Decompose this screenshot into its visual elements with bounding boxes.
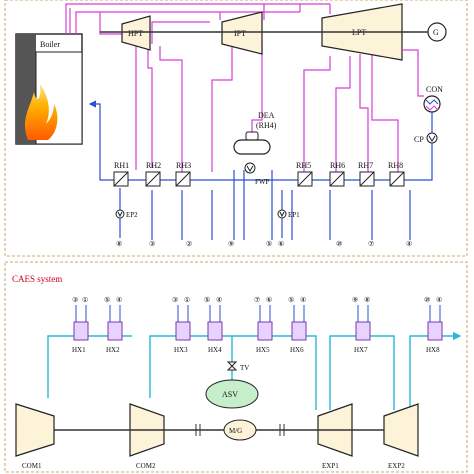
svg-text:⑥: ⑥: [266, 296, 272, 304]
svg-text:④: ④: [116, 296, 122, 304]
hx8: HX8 ⑩ ④: [424, 296, 443, 354]
svg-text:RH6: RH6: [330, 161, 345, 170]
svg-text:⑤: ⑤: [204, 296, 210, 304]
compressor-com1: COM1: [15, 403, 55, 470]
svg-text:⑧: ⑧: [116, 240, 122, 248]
svg-text:HX2: HX2: [106, 346, 120, 354]
deaerator-sub-label: (RH4): [256, 121, 277, 130]
thermal-plant-frame: [4, 0, 468, 257]
hx7: HX7 ⑨ ⑧: [352, 296, 371, 354]
svg-text:⑨: ⑨: [352, 296, 358, 304]
svg-text:④: ④: [216, 296, 222, 304]
expander-exp1: EXP1: [317, 403, 353, 470]
svg-text:M/G: M/G: [229, 427, 242, 435]
caes-title: CAES system: [12, 274, 62, 284]
svg-text:HX1: HX1: [72, 346, 86, 354]
fwp-label: FWP: [255, 178, 270, 186]
hx1: HX1 ③ ①: [72, 296, 89, 354]
condenser: CON: [423, 85, 443, 113]
svg-text:RH1: RH1: [114, 161, 129, 170]
hx6: HX6 ⑤ ④: [288, 296, 307, 354]
caes-system-frame: [4, 261, 468, 473]
svg-text:⑥: ⑥: [278, 240, 284, 248]
cp-pump: CP: [414, 132, 438, 144]
deaerator-label: DEA: [258, 111, 275, 120]
boiler-label: Boiler: [40, 40, 60, 49]
hx2: HX2 ⑤ ④: [104, 296, 123, 354]
svg-text:⑦: ⑦: [254, 296, 260, 304]
heater-rh6: RH6: [329, 161, 345, 187]
heater-rh7: RH7: [358, 161, 375, 187]
generator-label: G: [433, 28, 439, 37]
svg-text:④: ④: [436, 296, 442, 304]
svg-text:③: ③: [172, 296, 178, 304]
compressor-com2: COM2: [129, 403, 165, 470]
svg-text:⑨: ⑨: [228, 240, 234, 248]
hx3: HX3 ③ ①: [172, 296, 191, 354]
svg-text:⑤: ⑤: [104, 296, 110, 304]
svg-text:⑦: ⑦: [368, 240, 374, 248]
svg-text:⑤: ⑤: [288, 296, 294, 304]
svg-text:ASV: ASV: [222, 390, 238, 399]
svg-text:③: ③: [72, 296, 78, 304]
svg-text:HX6: HX6: [290, 346, 304, 354]
top-port-numbers: ⑧ ③ ② ⑨ ⑤ ⑥ ⑩ ⑦ ④: [116, 240, 412, 248]
condenser-label: CON: [426, 85, 443, 94]
air-storage-vessel: ASV: [205, 379, 259, 409]
svg-text:EP2: EP2: [126, 211, 138, 219]
throttle-valve: TV: [226, 361, 249, 372]
svg-text:⑧: ⑧: [364, 296, 370, 304]
svg-text:HX7: HX7: [354, 346, 368, 354]
svg-text:EP1: EP1: [288, 211, 300, 219]
svg-text:⑩: ⑩: [336, 240, 342, 248]
svg-text:HX5: HX5: [256, 346, 270, 354]
water-lines: [88, 100, 433, 240]
svg-text:COM2: COM2: [136, 462, 156, 470]
hx5: HX5 ⑦ ⑥: [254, 296, 273, 354]
boiler: Boiler: [15, 33, 83, 145]
flame-icon: [24, 84, 58, 140]
svg-text:RH8: RH8: [388, 161, 403, 170]
svg-text:EXP1: EXP1: [322, 462, 339, 470]
heat-exchangers: HX1 ③ ① HX2 ⑤ ④ HX3 ③ ① HX4 ⑤ ④ HX5 ⑦ ⑥: [72, 296, 443, 354]
expander-exp2: EXP2: [383, 403, 419, 470]
heater-rh5: RH5: [296, 161, 313, 187]
hpt-label: HPT: [128, 29, 143, 38]
svg-text:HX3: HX3: [174, 346, 188, 354]
motor-generator: M/G: [223, 419, 257, 441]
svg-text:COM1: COM1: [22, 462, 42, 470]
heater-rh8: RH8: [388, 161, 405, 187]
svg-text:HX8: HX8: [426, 346, 440, 354]
svg-text:⑤: ⑤: [266, 240, 272, 248]
svg-text:RH5: RH5: [296, 161, 311, 170]
svg-text:⑩: ⑩: [424, 296, 430, 304]
svg-text:RH7: RH7: [358, 161, 373, 170]
svg-text:①: ①: [184, 296, 190, 304]
svg-text:RH3: RH3: [176, 161, 191, 170]
steam-lines: [65, 3, 399, 172]
ep1-pump: EP1: [277, 209, 300, 219]
heater-rh1: RH1: [113, 161, 129, 187]
svg-text:RH2: RH2: [146, 161, 161, 170]
svg-text:④: ④: [406, 240, 412, 248]
svg-text:③: ③: [149, 240, 155, 248]
svg-text:①: ①: [82, 296, 88, 304]
cp-label: CP: [414, 135, 424, 144]
ipt-label: IPT: [234, 29, 246, 38]
ipt-turbine: IPT: [221, 11, 263, 55]
hpt-turbine: HPT: [121, 15, 151, 51]
ep2-pump: EP2: [115, 209, 138, 219]
svg-text:TV: TV: [240, 364, 249, 372]
heater-rh3: RH3: [175, 161, 191, 187]
svg-text:②: ②: [186, 240, 192, 248]
svg-text:EXP2: EXP2: [388, 462, 405, 470]
regenerative-heaters: RH1 RH2 RH3 RH5 RH6 RH7: [113, 161, 405, 187]
heater-rh2: RH2: [145, 161, 161, 187]
generator: G: [427, 22, 447, 42]
svg-text:④: ④: [300, 296, 306, 304]
svg-text:HX4: HX4: [208, 346, 222, 354]
deaerator: DEA (RH4) FWP: [233, 111, 277, 186]
hx4: HX4 ⑤ ④: [204, 296, 223, 354]
